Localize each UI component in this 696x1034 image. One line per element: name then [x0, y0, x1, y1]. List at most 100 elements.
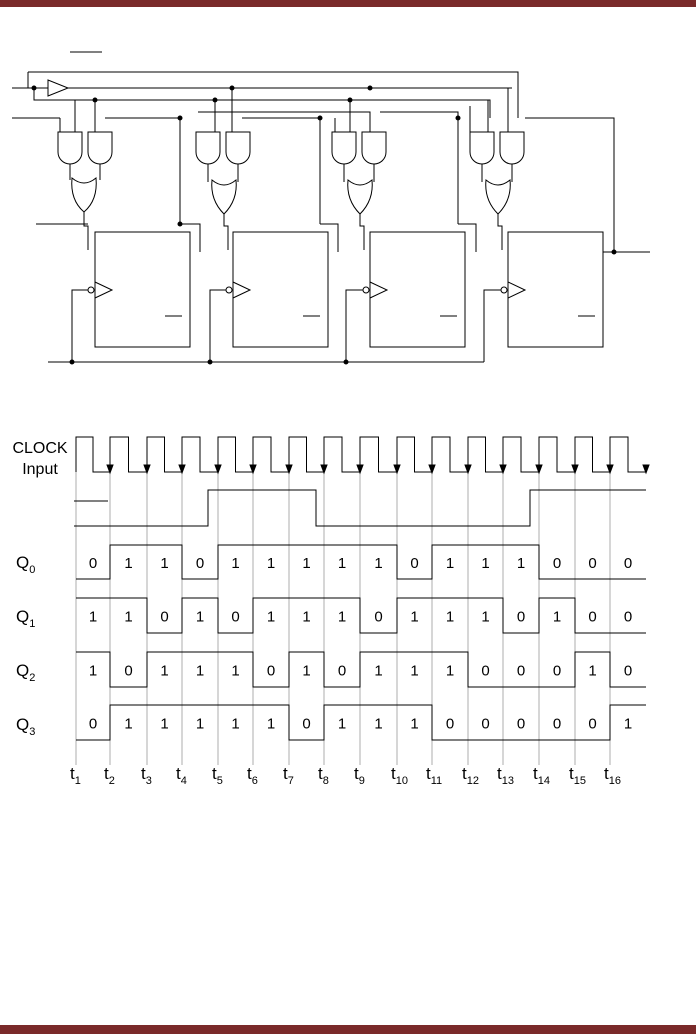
clock-arrow-7 [320, 464, 328, 475]
q0-value-7: 1 [302, 555, 310, 572]
t-label-12: t12 [462, 764, 479, 787]
q2-value-8: 0 [338, 663, 346, 680]
mode-signal [74, 489, 646, 527]
q3-value-4: 1 [196, 716, 204, 733]
t-label-6: t6 [247, 764, 258, 787]
q3-value-15: 0 [588, 716, 596, 733]
t-label-1: t1 [70, 764, 81, 787]
q3-value-5: 1 [231, 716, 239, 733]
q1-value-11: 1 [446, 609, 454, 626]
q2-value-5: 1 [231, 663, 239, 680]
t-label-3: t3 [141, 764, 152, 787]
t-label-8: t8 [318, 764, 329, 787]
t-label-2: t2 [104, 764, 115, 787]
q0-value-9: 1 [374, 555, 382, 572]
q0-value-3: 1 [160, 555, 168, 572]
clock-arrow-9 [393, 464, 401, 475]
q3-value-9: 1 [374, 716, 382, 733]
clock-arrow-13 [535, 464, 543, 475]
q3-label: Q3 [16, 715, 35, 738]
q3-value-7: 0 [302, 716, 310, 733]
q1-signal [76, 597, 646, 634]
q-value-labels: 0 1 1 0 1 1 1 1 1 0 1 1 1 0 0 0 1 1 0 1 0 1 1 1 0 1 1 1 0 1 0 0 1 0 1 1 1 0 1 0… [89, 555, 632, 733]
q0-value-4: 0 [196, 555, 204, 572]
top-accent-bar [0, 0, 696, 7]
clock-arrow-6 [285, 464, 293, 475]
q2-value-12: 0 [481, 663, 489, 680]
q1-value-13: 0 [517, 609, 525, 626]
and-gate [57, 131, 83, 165]
q3-value-3: 1 [160, 716, 168, 733]
q0-value-8: 1 [338, 555, 346, 572]
input-buffer-gate [47, 79, 70, 97]
q2-value-13: 0 [517, 663, 525, 680]
or-gate [71, 177, 97, 213]
q0-value-12: 1 [481, 555, 489, 572]
clock-arrow-15 [606, 464, 614, 475]
q1-value-7: 1 [302, 609, 310, 626]
q0-feedback [105, 117, 181, 224]
t-label-7: t7 [283, 764, 294, 787]
q0-value-11: 1 [446, 555, 454, 572]
q0-value-6: 1 [267, 555, 275, 572]
t-label-4: t4 [176, 764, 187, 787]
q2-value-9: 1 [374, 663, 382, 680]
q3-value-12: 0 [481, 716, 489, 733]
t-label-9: t9 [354, 764, 365, 787]
q0-value-2: 1 [124, 555, 132, 572]
q1-label: Q1 [16, 607, 35, 630]
q3-value-1: 0 [89, 716, 97, 733]
q1-value-14: 1 [553, 609, 561, 626]
clock-label-line1: CLOCK [12, 440, 67, 457]
q3-value-2: 1 [124, 716, 132, 733]
q2-value-6: 0 [267, 663, 275, 680]
q0-signal [76, 544, 646, 580]
t-label-16: t16 [604, 764, 621, 787]
q2-value-4: 1 [196, 663, 204, 680]
stage-4-gates [469, 131, 525, 250]
clock-arrow-5 [249, 464, 257, 475]
t-label-11: t11 [426, 764, 442, 787]
q1-value-4: 1 [196, 609, 204, 626]
q3-value-16: 1 [624, 716, 632, 733]
q2-signal [76, 651, 646, 688]
q2-value-7: 1 [302, 663, 310, 680]
q1-value-15: 0 [588, 609, 596, 626]
q0-value-14: 0 [553, 555, 561, 572]
clock-arrow-3 [178, 464, 186, 475]
q1-value-16: 0 [624, 609, 632, 626]
t-label-5: t5 [212, 764, 223, 787]
clock-arrow-8 [356, 464, 364, 475]
q2-value-11: 1 [446, 663, 454, 680]
t-label-13: t13 [497, 764, 514, 787]
q2-value-14: 0 [553, 663, 561, 680]
and-gate [87, 131, 113, 165]
clock-arrow-10 [428, 464, 436, 475]
q1-value-8: 1 [338, 609, 346, 626]
clock-arrow-1 [106, 464, 114, 475]
q2-label: Q2 [16, 661, 35, 684]
q3-value-8: 1 [338, 716, 346, 733]
stage-2-gates [195, 131, 251, 250]
q1-value-10: 1 [410, 609, 418, 626]
q2-value-1: 1 [89, 663, 97, 680]
q1-value-3: 0 [160, 609, 168, 626]
t-label-14: t14 [533, 764, 550, 787]
q3-value-10: 1 [410, 716, 418, 733]
q3-value-11: 0 [446, 716, 454, 733]
q2-value-16: 0 [624, 663, 632, 680]
timing-diagram: 0 1 1 0 1 1 1 1 1 0 1 1 1 0 0 0 1 1 0 1 0 1 1 1 0 1 1 1 0 1 0 0 1 0 1 1 1 0 1 0… [12, 436, 650, 787]
flip-flop-2 [225, 231, 329, 348]
stage-3-gates [331, 131, 387, 250]
control-bus-top [28, 71, 519, 118]
clock-arrow-16 [642, 464, 650, 475]
q2-value-10: 1 [410, 663, 418, 680]
q1-value-9: 0 [374, 609, 382, 626]
clock-arrow-4 [214, 464, 222, 475]
q3-value-14: 0 [553, 716, 561, 733]
stage-1-gates [57, 131, 113, 250]
t-label-10: t10 [391, 764, 408, 787]
q1-value-12: 1 [481, 609, 489, 626]
